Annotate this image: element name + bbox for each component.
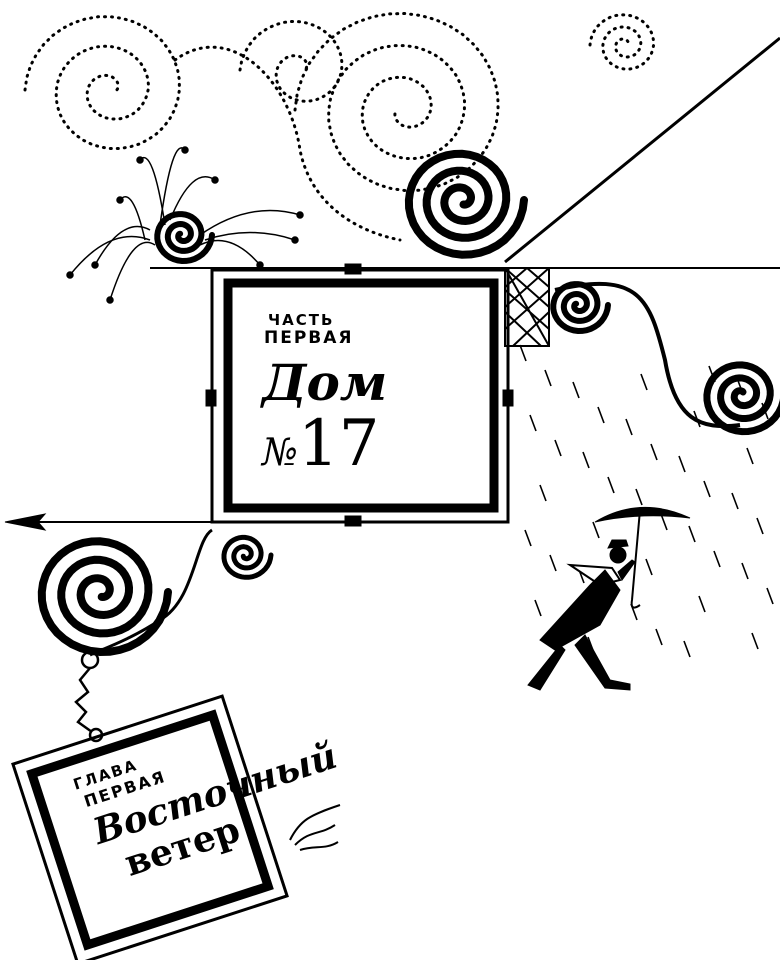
part-sign-frame [205, 263, 514, 527]
spiral-curls [37, 149, 780, 657]
raindrop [698, 595, 706, 613]
spiral [37, 537, 172, 657]
tightrope-lines [4, 36, 780, 657]
raindrop [655, 628, 663, 646]
wind-arrows [66, 146, 304, 304]
raindrop [607, 476, 615, 494]
wind-arrow [204, 231, 296, 241]
raindrop [713, 550, 721, 568]
raindrop [539, 484, 547, 502]
raindrop [572, 381, 580, 399]
part-label: Часть [268, 311, 335, 329]
arrow-head [91, 261, 99, 269]
wind-tail-arrows [289, 804, 341, 851]
dotted-wind-swirls [23, 11, 656, 242]
raindrop [660, 513, 668, 531]
raindrop [693, 410, 701, 428]
part-title: Дом [262, 353, 388, 412]
raindrop [519, 344, 527, 362]
wind-arrow [119, 196, 146, 241]
spiral [703, 361, 780, 436]
raindrop [683, 640, 691, 658]
raindrop [756, 517, 764, 535]
dotted-swirl [293, 11, 500, 193]
raindrop [645, 558, 653, 576]
arrow-head [211, 176, 219, 184]
arrow-head [181, 146, 189, 154]
raindrop [625, 418, 633, 436]
dotted-swirl [588, 13, 656, 71]
raindrop [766, 587, 774, 605]
wind-arrow [199, 239, 261, 266]
rain [519, 344, 774, 658]
raindrop [741, 562, 749, 580]
arrow-head [136, 156, 144, 164]
number-sign: № [262, 430, 298, 474]
wind-arrow [109, 241, 156, 301]
raindrop [731, 492, 739, 510]
raindrop [746, 447, 754, 465]
arrow-head [116, 196, 124, 204]
chapter-sign-frame [11, 694, 289, 960]
raindrop [688, 525, 696, 543]
raindrop [529, 414, 537, 432]
raindrop [524, 529, 532, 547]
lattice-box [504, 267, 550, 347]
spiral [154, 211, 215, 265]
raindrop [708, 365, 716, 383]
raindrop [678, 455, 686, 473]
wind-arrow [169, 176, 216, 221]
wind-arrow [94, 225, 151, 266]
wind-arrow [199, 209, 301, 236]
raindrop [534, 599, 542, 617]
raindrop [736, 377, 744, 395]
arrow-head [256, 261, 264, 269]
arrow-head [66, 271, 74, 279]
house-number: №17 [262, 412, 379, 476]
arrow-head [106, 296, 114, 304]
raindrop [761, 402, 769, 420]
raindrop [597, 406, 605, 424]
raindrop [751, 632, 759, 650]
dotted-swirl [23, 15, 181, 150]
raindrop [635, 488, 643, 506]
arrow-head [291, 236, 299, 244]
spiral [550, 281, 611, 335]
spiral [221, 534, 274, 580]
raindrop [544, 369, 552, 387]
raindrop [703, 480, 711, 498]
arrow-left-icon [4, 513, 47, 531]
wind-arrow [69, 235, 151, 276]
dotted-swirl [173, 45, 402, 242]
umbrella-icon [594, 506, 691, 609]
number: 17 [297, 407, 380, 481]
raindrop [549, 554, 557, 572]
raindrop [554, 439, 562, 457]
raindrop [592, 521, 600, 539]
raindrop [650, 443, 658, 461]
raindrop [582, 451, 590, 469]
dotted-swirl [238, 19, 344, 103]
part-number: первая [264, 328, 354, 348]
spiral [404, 149, 528, 259]
arrow-head [296, 211, 304, 219]
raindrop [640, 373, 648, 391]
walking-figure [527, 539, 636, 691]
